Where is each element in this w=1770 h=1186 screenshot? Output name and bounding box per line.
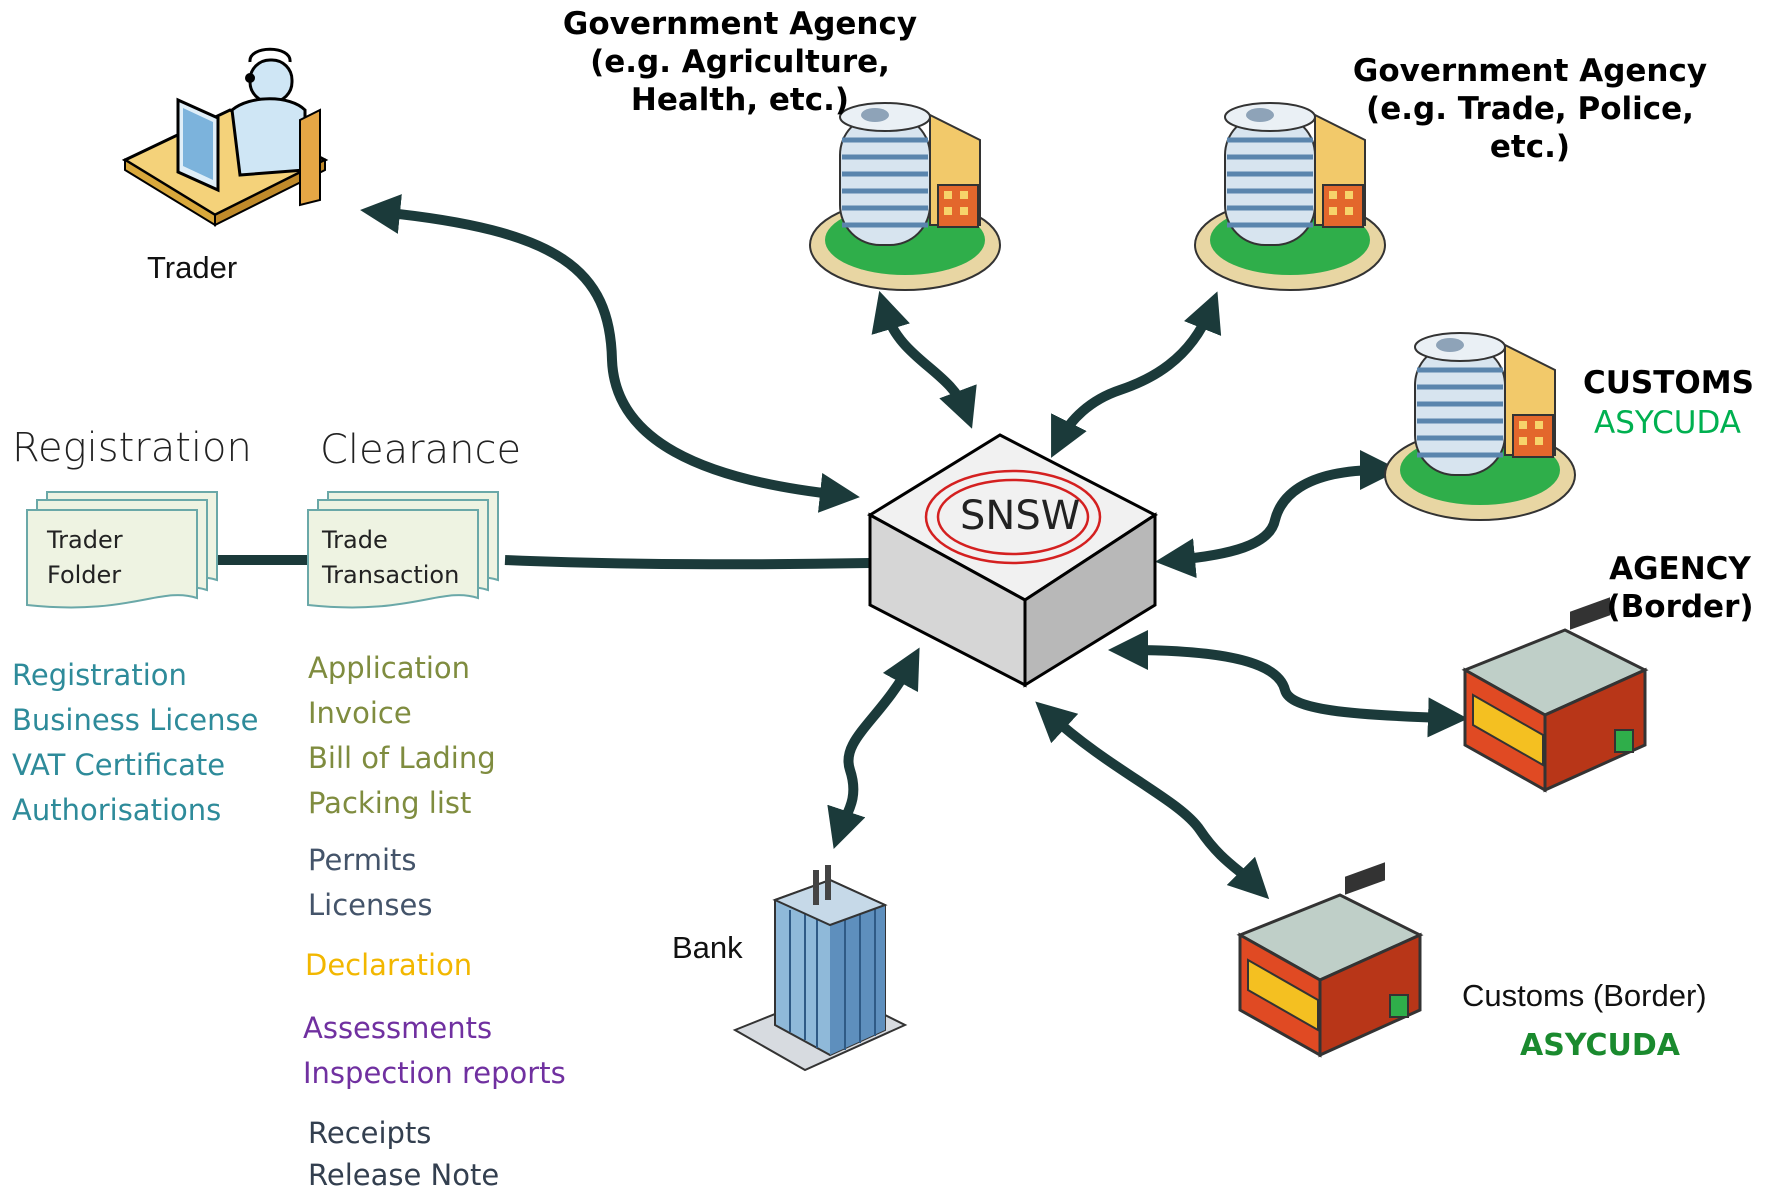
registration-heading: Registration (12, 425, 252, 471)
gov-agency-1-label: Government Agency (e.g. Agriculture, Hea… (540, 5, 940, 119)
gov-agency-1-line-2: (e.g. Agriculture, (590, 44, 890, 80)
clearance-item: Packing list (308, 786, 472, 820)
agency-border-label: AGENCY (Border) (1590, 550, 1770, 626)
clearance-item: Release Note (308, 1158, 500, 1186)
arrow-trader (360, 194, 860, 513)
clearance-item: Licenses (308, 888, 433, 922)
clearance-group-documents: Application Invoice Bill of Lading Packi… (308, 646, 496, 826)
registration-item: Business License (12, 703, 259, 737)
gov-agency-2-line-1: Government Agency (1352, 53, 1708, 89)
arrow-customs-border (1035, 701, 1270, 900)
clearance-item: Assessments (303, 1011, 493, 1045)
customs-building-icon (1384, 332, 1576, 521)
clearance-group-declaration: Declaration (305, 943, 472, 988)
bank-label: Bank (672, 930, 743, 965)
clearance-heading: Clearance (320, 427, 522, 473)
trader-label: Trader (147, 250, 238, 285)
agency-border-line-2: (Border) (1606, 589, 1754, 625)
clearance-item: Inspection reports (303, 1056, 566, 1090)
trade-transaction-line-1: Trade (322, 526, 388, 554)
clearance-group-permits: Permits Licenses (308, 838, 432, 928)
gov-agency-2-label: Government Agency (e.g. Trade, Police, e… (1330, 52, 1730, 166)
trader-folder-text: Trader Folder (47, 523, 123, 593)
registration-item: Authorisations (12, 793, 222, 827)
registration-item: VAT Certificate (12, 748, 226, 782)
clearance-item: Bill of Lading (308, 741, 496, 775)
arrow-gov-agency-2 (1051, 291, 1222, 458)
arrow-customs (1155, 450, 1400, 579)
customs-border-building-icon (1236, 862, 1424, 1058)
gov-building-1-icon (809, 102, 1001, 291)
trade-transaction-text: Trade Transaction (322, 523, 459, 593)
customs-system: ASYCUDA (1594, 405, 1741, 441)
snsw-label: SNSW (960, 493, 1081, 539)
gov-agency-1-line-3: Health, etc.) (630, 82, 850, 118)
bank-tower-icon (732, 865, 908, 1072)
arrow-agency-border (1108, 630, 1468, 738)
clearance-item: Permits (308, 843, 417, 877)
trader-folder-line-1: Trader (47, 526, 123, 554)
registration-item: Registration (12, 658, 187, 692)
trader-workstation-icon (121, 47, 329, 227)
gov-agency-2-line-3: etc.) (1489, 129, 1571, 165)
customs-border-title: Customs (Border) (1462, 978, 1707, 1013)
border-agency-building-icon (1461, 597, 1649, 793)
clearance-group-assessments: Assessments Inspection reports (303, 1006, 566, 1096)
clearance-group-receipts: Receipts Release Note (308, 1112, 499, 1186)
agency-border-line-1: AGENCY (1609, 551, 1751, 587)
arrow-gov-agency-1 (871, 290, 977, 429)
snsw-hub-icon (867, 433, 1158, 688)
clearance-item: Invoice (308, 696, 412, 730)
snsw-ring-inner (936, 478, 1090, 556)
clearance-item: Receipts (308, 1116, 432, 1150)
trade-transaction-doc-icon (307, 491, 499, 609)
clearance-item: Application (308, 651, 471, 685)
customs-border-system: ASYCUDA (1520, 1028, 1680, 1063)
trade-transaction-line-2: Transaction (322, 561, 460, 589)
trader-folder-doc-icon (26, 491, 218, 609)
registration-items: Registration Business License VAT Certif… (12, 653, 258, 833)
arrow-bank (827, 647, 920, 849)
connector-documents (218, 555, 871, 570)
trader-folder-line-2: Folder (47, 561, 122, 589)
gov-building-2-icon (1194, 102, 1386, 291)
gov-agency-2-line-2: (e.g. Trade, Police, (1366, 91, 1694, 127)
clearance-item: Declaration (305, 948, 473, 982)
customs-title: CUSTOMS (1583, 365, 1754, 401)
snsw-ring-outer (924, 469, 1102, 565)
gov-agency-1-line-1: Government Agency (562, 6, 918, 42)
